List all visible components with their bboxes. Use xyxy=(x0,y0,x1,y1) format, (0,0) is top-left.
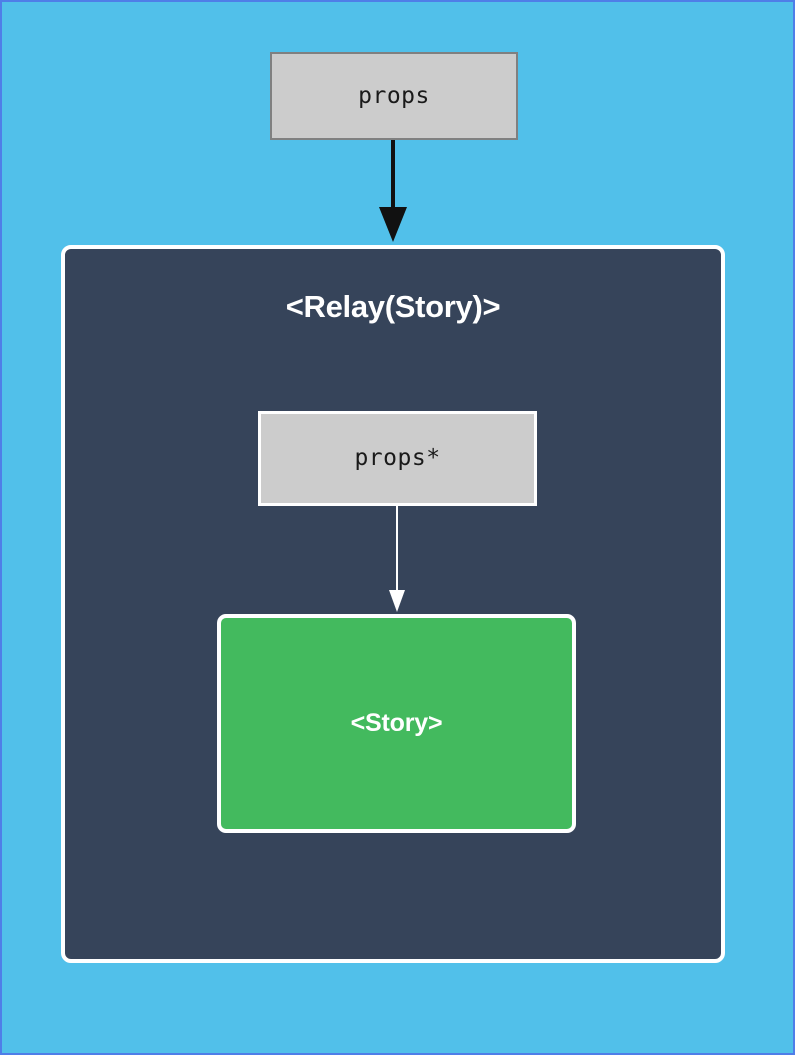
arrowhead-icon xyxy=(389,590,405,612)
node-props[interactable]: props xyxy=(270,52,518,140)
node-story-label: <Story> xyxy=(350,709,443,737)
connector-propsstar-to-story xyxy=(389,506,405,612)
node-story[interactable]: <Story> xyxy=(217,614,576,833)
container-relay-story[interactable]: <Relay(Story)> props* <Story> xyxy=(61,245,725,963)
node-props-star[interactable]: props* xyxy=(258,411,537,506)
node-props-label: props xyxy=(358,82,430,109)
container-relay-story-title: <Relay(Story)> xyxy=(285,289,501,324)
node-props-star-label: props* xyxy=(354,445,441,471)
arrowhead-icon xyxy=(379,207,407,242)
